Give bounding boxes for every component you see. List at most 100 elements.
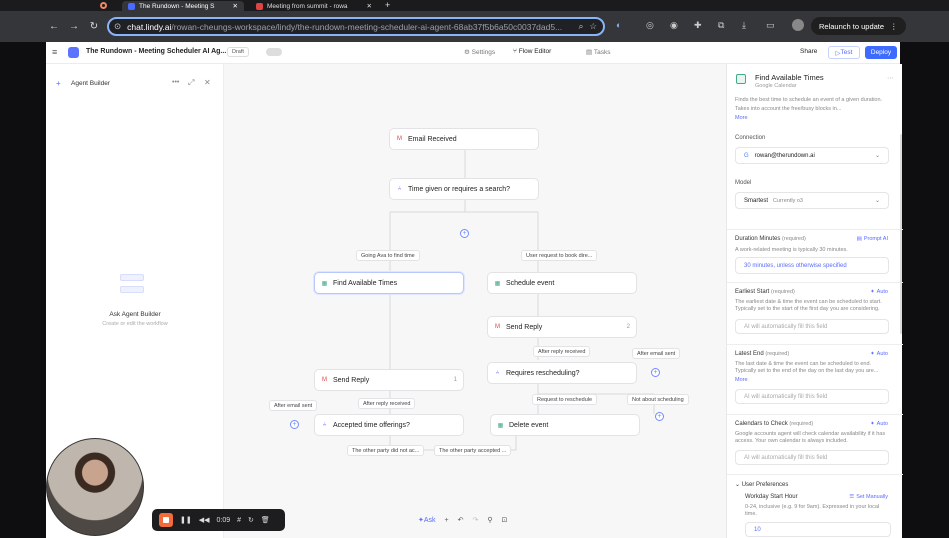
flow-icon: ⑂ — [513, 48, 519, 55]
set-manually-toggle[interactable]: ☰Set Manually — [849, 494, 888, 500]
add-icon[interactable]: + — [56, 79, 61, 88]
branch-condition-chip[interactable]: The other party accepted ... — [434, 445, 512, 456]
more-options-icon[interactable]: ⋯ — [887, 75, 894, 82]
extension-icon[interactable]: ✚ — [694, 20, 702, 30]
restart-icon[interactable]: ↻ — [248, 517, 254, 524]
bookmark-star-icon[interactable]: ☆ — [589, 21, 597, 31]
fit-view-icon[interactable]: ⊡ — [501, 517, 508, 524]
nav-tasks[interactable]: ▤ Tasks — [586, 49, 611, 56]
expand-icon[interactable]: ⤢ — [188, 78, 195, 87]
earliest-start-input[interactable]: AI will automatically fill this field — [735, 319, 889, 334]
rewind-icon[interactable]: ◀◀ — [198, 517, 210, 524]
add-step-button[interactable]: + — [460, 229, 469, 238]
branch-condition-chip[interactable]: After email sent — [269, 400, 318, 411]
zoom-icon[interactable]: ⌕ — [578, 21, 584, 31]
branch-icon: ⑃ — [495, 370, 500, 376]
flow-node[interactable]: ⑃Requires rescheduling? — [487, 362, 637, 384]
close-tab-icon[interactable]: ✕ — [232, 3, 238, 10]
agent-title[interactable]: The Rundown - Meeting Scheduler AI Ag... — [86, 48, 227, 55]
sidebar-icon[interactable]: ▭ — [766, 20, 775, 30]
branch-condition-chip[interactable]: After reply received — [358, 398, 416, 409]
trash-icon[interactable]: 🗑 — [260, 517, 270, 524]
close-icon[interactable]: ✕ — [204, 78, 211, 87]
url-field[interactable]: ⊙ chat.lindy.ai/rowan-cheungs-workspace/… — [107, 17, 605, 36]
auto-mode-toggle[interactable]: ✦Auto — [870, 421, 888, 427]
browser-tab-rundown[interactable]: The Rundown - Meeting S ✕ — [122, 1, 244, 11]
model-label: Model — [735, 180, 752, 186]
nav-settings[interactable]: ⚙ Settings — [464, 49, 496, 56]
redo-icon[interactable]: ↷ — [472, 517, 479, 524]
relaunch-button[interactable]: Relaunch to update⋮ — [811, 17, 906, 35]
hamburger-icon[interactable]: ≡ — [52, 47, 58, 57]
reload-icon[interactable]: ↻ — [89, 21, 99, 32]
browser-tab-meeting[interactable]: Meeting from summit - rowa ✕ — [250, 1, 378, 11]
add-step-button[interactable]: + — [651, 368, 660, 377]
site-info-icon[interactable]: ⊙ — [114, 21, 122, 31]
extensions-puzzle-icon[interactable]: ⧉ — [718, 20, 725, 30]
app-header: ≡ The Rundown - Meeting Scheduler AI Ag.… — [46, 42, 900, 64]
sparkle-icon: ✦ — [870, 289, 875, 295]
extension-icon[interactable]: ◉ — [670, 20, 678, 30]
share-button[interactable]: Share — [800, 48, 818, 55]
more-options-icon[interactable]: ••• — [172, 79, 180, 86]
stop-recording-button[interactable] — [159, 513, 173, 527]
add-step-button[interactable]: + — [290, 420, 299, 429]
calendar-icon: ▦ — [494, 280, 501, 287]
calendars-input[interactable]: AI will automatically fill this field — [735, 450, 889, 465]
latest-end-input[interactable]: AI will automatically fill this field — [735, 389, 889, 404]
download-icon[interactable]: ⤓ — [742, 20, 746, 30]
ask-button[interactable]: ✦Ask — [418, 517, 436, 524]
auto-mode-toggle[interactable]: ✦Auto — [870, 289, 888, 295]
branch-condition-chip[interactable]: Going Ava to find time — [356, 250, 420, 261]
address-bar-row: ← → ↻ ⊙ chat.lindy.ai/rowan-cheungs-work… — [0, 11, 949, 42]
duration-input[interactable]: 30 minutes, unless otherwise specified — [735, 257, 889, 274]
duration-minutes-label: Duration Minutes (required) — [735, 236, 806, 242]
branch-condition-chip[interactable]: Not about scheduling — [627, 394, 689, 405]
deploy-button[interactable]: Deploy — [865, 46, 897, 59]
back-icon[interactable]: ← — [49, 21, 59, 32]
latest-end-label: Latest End (required) — [735, 351, 790, 357]
branch-condition-chip[interactable]: The other party did not ac... — [347, 445, 425, 456]
new-tab-icon[interactable]: + — [385, 0, 391, 10]
auto-mode-toggle[interactable]: ✦Auto — [870, 351, 888, 357]
flow-node[interactable]: ⑃Time given or requires a search? — [389, 178, 539, 200]
user-preferences-toggle[interactable]: ⌄ User Preferences — [735, 482, 789, 488]
grid-icon[interactable]: # — [237, 516, 242, 524]
branch-condition-chip[interactable]: After reply received — [533, 346, 591, 357]
profile-avatar[interactable] — [792, 19, 804, 31]
flow-node-selected[interactable]: ▦Find Available Times — [314, 272, 464, 294]
flow-node[interactable]: ⑃Accepted time offerings? — [314, 414, 464, 436]
branch-condition-chip[interactable]: User request to book dire... — [521, 250, 598, 261]
add-step-button[interactable]: + — [655, 412, 664, 421]
close-tab-icon[interactable]: ✕ — [366, 3, 372, 10]
url-text: chat.lindy.ai/rowan-cheungs-workspace/li… — [127, 21, 563, 32]
forward-icon[interactable]: → — [69, 21, 79, 32]
branch-condition-chip[interactable]: Request to reschedule — [532, 394, 598, 405]
undo-icon[interactable]: ↶ — [457, 517, 464, 524]
scrollbar[interactable] — [900, 134, 902, 334]
test-button[interactable]: ▷ Test — [828, 46, 860, 59]
auto-layout-icon[interactable]: ⚲ — [487, 517, 493, 524]
extension-icon[interactable]: ◐ — [616, 20, 622, 30]
agent-builder-illustration-icon — [114, 270, 148, 298]
ask-agent-builder-subtitle: Create or edit the workflow — [102, 321, 168, 327]
pause-icon[interactable]: ❚❚ — [180, 517, 192, 524]
flow-node[interactable]: ▦Schedule event — [487, 272, 637, 294]
more-link[interactable]: More — [735, 377, 748, 383]
sparkle-icon: ✦ — [418, 517, 424, 524]
toggle-switch[interactable] — [266, 48, 282, 56]
prompt-ai-mode-toggle[interactable]: ▤Prompt AI — [856, 236, 888, 242]
add-icon[interactable]: + — [444, 516, 449, 524]
workday-start-input[interactable]: 10 — [745, 522, 891, 537]
extension-icon[interactable]: ◎ — [646, 20, 654, 30]
flow-node[interactable]: ▦Delete event — [490, 414, 640, 436]
more-link[interactable]: More — [735, 115, 748, 121]
nav-flow-editor[interactable]: ⑂ Flow Editor — [513, 48, 552, 55]
branch-condition-chip[interactable]: After email sent — [632, 348, 681, 359]
